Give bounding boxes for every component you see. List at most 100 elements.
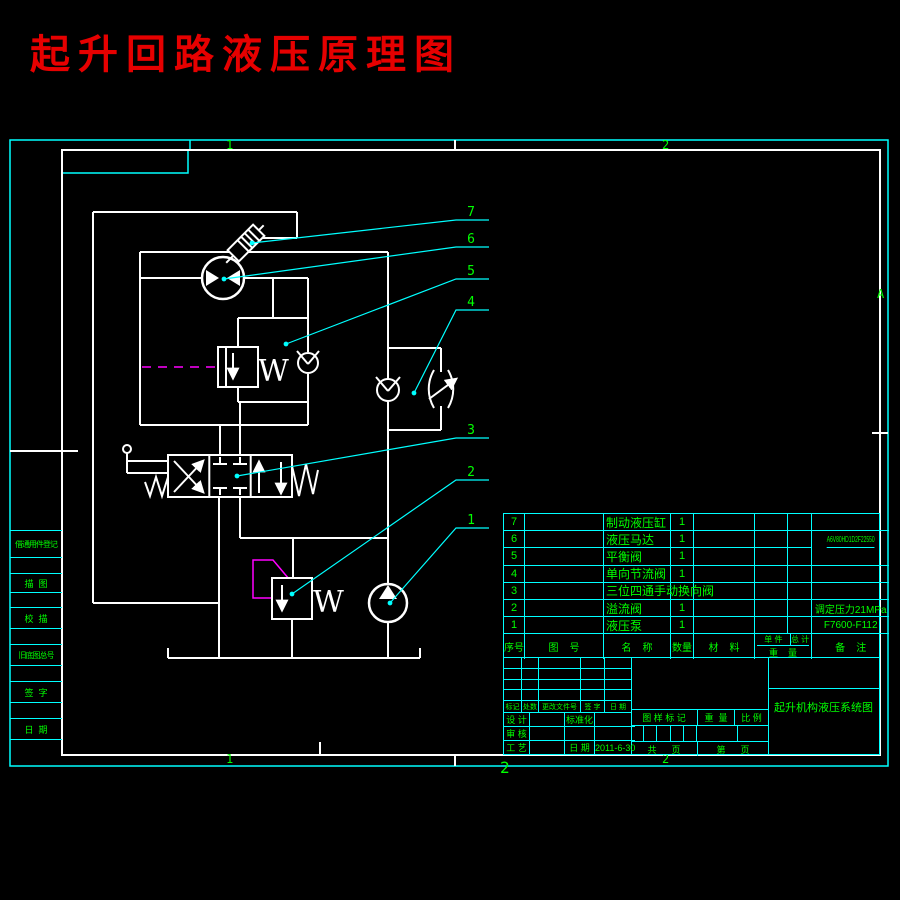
- parts-header-no: 序号: [504, 634, 525, 660]
- balance-check-valve-symbol: [296, 350, 320, 374]
- throttle-check-valve-symbol: [375, 369, 459, 409]
- parts-cell-qty: 1: [671, 548, 694, 566]
- standardize-label: 标准化: [565, 713, 595, 727]
- parts-cell-unit: [755, 548, 788, 566]
- pages-total-label: 共 页: [631, 742, 698, 756]
- signature-grid: 设 计 标准化 审 核 工 艺 日 期 2011-6-30: [504, 713, 636, 754]
- parts-cell-no: 6: [504, 531, 525, 549]
- directional-valve-symbol: [122, 444, 319, 500]
- parts-cell-material: [694, 531, 755, 549]
- parts-cell-unit: [755, 514, 788, 532]
- spring-glyph: W: [313, 585, 344, 620]
- parts-cell-name: 制动液压缸: [604, 514, 671, 532]
- parts-cell-total: [788, 599, 812, 618]
- parts-header-total: 总 计: [790, 635, 810, 645]
- stamp-cells-row: [631, 726, 768, 742]
- parts-header-material: 材 料: [694, 634, 755, 660]
- valve-spring-left: [144, 473, 169, 500]
- revision-mark-label: 标记: [504, 701, 522, 713]
- parts-cell-qty: 1: [671, 531, 694, 549]
- callout-leader-lines: [221, 219, 489, 606]
- parts-cell-code: [525, 599, 604, 618]
- drawing-frame-inner: [10, 140, 888, 766]
- spring-glyph: W: [258, 354, 289, 389]
- strip-cell-empty: [10, 665, 62, 681]
- strip-label-borrowed-parts: 借通用件登记: [10, 530, 62, 557]
- standardize-value: [595, 713, 636, 727]
- date-label: 日 期: [565, 741, 595, 754]
- stamp-header-row: 图 样 标 记 重 量 比 例: [631, 710, 768, 726]
- parts-cell-remark: 调定压力21MPa: [812, 600, 890, 618]
- parts-cell-no: 4: [504, 565, 525, 583]
- zone-marker-bottom-1: 1: [226, 752, 234, 766]
- strip-label-old-drawing-no: 旧底图总号: [10, 644, 62, 665]
- parts-cell-remark: F7600-F112: [812, 617, 890, 635]
- manual-lever: [122, 444, 168, 474]
- revision-file-label: 更改文件号: [539, 701, 581, 713]
- balance-valve-symbol: W: [217, 346, 289, 389]
- parts-cell-name: 单向节流阀: [604, 565, 671, 583]
- parts-cell-remark: [812, 566, 890, 583]
- pages-row: 共 页 第 页: [631, 742, 768, 756]
- callout-7: 7: [467, 205, 475, 220]
- revision-sign-label: 签 字: [581, 701, 605, 713]
- parts-cell-material: [694, 514, 755, 532]
- parts-cell-qty: 1: [671, 599, 694, 618]
- parts-header-qty: 数量: [671, 634, 694, 660]
- parts-cell-unit: [755, 531, 788, 549]
- parts-cell-name: 三位四通手动换向阀: [604, 582, 715, 600]
- parts-cell-name: 液压泵: [604, 617, 671, 635]
- design-value: [530, 713, 565, 727]
- parts-cell-remark: A6V80HD1D2F22550: [826, 531, 875, 549]
- title-block: 标记 处数 更改文件号 签 字 日 期 设 计 标准化 审 核 工 艺 日 期 …: [503, 657, 880, 756]
- parts-header-weight: 重 量: [768, 648, 797, 659]
- stamp-label: 图 样 标 记: [631, 710, 698, 725]
- parts-cell-no: 7: [504, 514, 525, 532]
- title-block-middle-area: 图 样 标 记 重 量 比 例 共 页 第 页: [631, 658, 769, 756]
- strip-cell-empty: [10, 739, 62, 777]
- design-label: 设 计: [504, 713, 530, 727]
- callout-6: 6: [467, 232, 475, 247]
- brake-cylinder-symbol: [225, 223, 266, 264]
- parts-cell-remark: [812, 583, 890, 600]
- pipe-lines: [92, 211, 442, 659]
- revision-count-label: 处数: [522, 701, 539, 713]
- parts-cell-code: [525, 617, 604, 635]
- parts-cell-remark: [812, 514, 890, 532]
- zone-marker-top-1: 1: [226, 138, 234, 152]
- revision-date-label: 日 期: [605, 701, 631, 713]
- process-value: [530, 741, 565, 754]
- callout-5: 5: [467, 264, 475, 279]
- pilot-lines: [142, 366, 290, 599]
- zone-marker-right-a: A: [877, 287, 885, 301]
- parts-header-code: 图 号: [525, 634, 604, 660]
- strip-label-check-tracing: 校 描: [10, 607, 62, 628]
- parts-cell-unit: [755, 617, 788, 635]
- stamp-empty-area: [631, 658, 768, 710]
- empty-cell: [565, 727, 595, 741]
- strip-label-date: 日 期: [10, 718, 62, 739]
- parts-cell-name: 平衡阀: [604, 548, 671, 566]
- drawing-frame-outer: [9, 139, 889, 767]
- audit-value: [530, 727, 565, 741]
- strip-cell-empty: [10, 628, 62, 644]
- left-margin-strip: 借通用件登记 描 图 校 描 旧底图总号 签 字 日 期: [10, 530, 62, 766]
- parts-cell-material: [694, 599, 755, 618]
- parts-header-name: 名 称: [604, 634, 671, 660]
- zone-marker-top-2: 2: [662, 138, 670, 152]
- callout-4: 4: [467, 295, 475, 310]
- parts-cell-material: [694, 565, 755, 583]
- title-empty-cell: [768, 658, 879, 689]
- callout-2: 2: [467, 465, 475, 480]
- parts-cell-qty: 1: [671, 514, 694, 532]
- parts-cell-code: [525, 582, 604, 600]
- title-block-revision-area: 标记 处数 更改文件号 签 字 日 期 设 计 标准化 审 核 工 艺 日 期 …: [504, 658, 636, 754]
- zone-marker-bottom-2: 2: [662, 752, 670, 766]
- parts-cell-no: 3: [504, 582, 525, 600]
- parts-cell-code: [525, 548, 604, 566]
- weight-label: 重 量: [698, 710, 735, 725]
- strip-label-tracing: 描 图: [10, 573, 62, 592]
- callout-3: 3: [467, 423, 475, 438]
